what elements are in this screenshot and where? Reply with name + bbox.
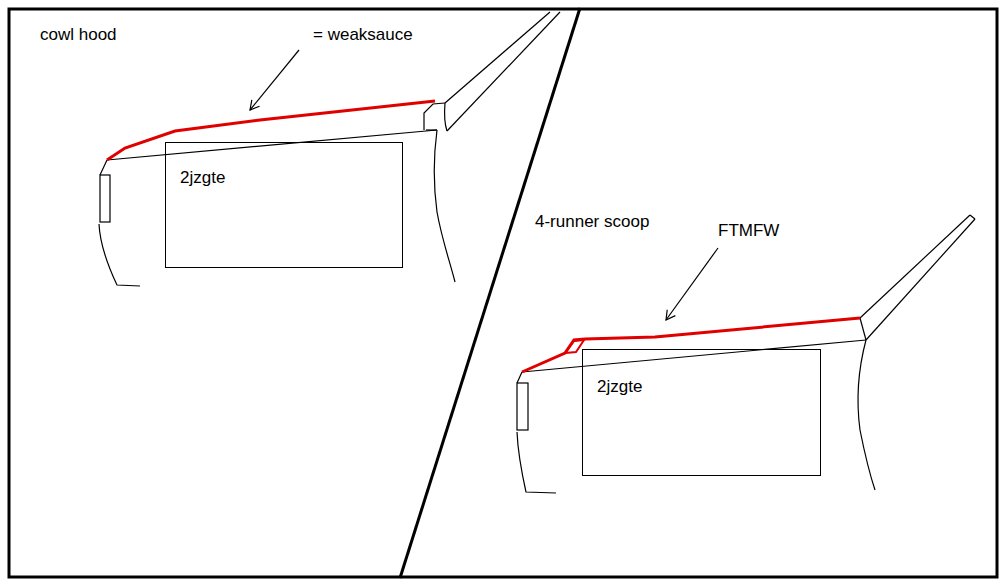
annotation-label: = weaksauce [313, 25, 413, 45]
engine-box: 2jzgte [165, 142, 403, 268]
divider-line [400, 8, 580, 578]
engine-label: 2jzgte [180, 168, 225, 188]
annotation-label: cowl hood [40, 25, 117, 45]
car-outline-right [517, 215, 975, 493]
frame-border [9, 9, 997, 577]
leader-arrow [250, 50, 299, 110]
annotation-label: FTMFW [718, 221, 779, 241]
leader-arrow [666, 248, 718, 320]
annotation-label: 4-runner scoop [535, 212, 649, 232]
cowl-hood-line [107, 101, 435, 160]
car-outline-left [99, 12, 560, 286]
engine-label: 2jzgte [597, 377, 642, 397]
engine-box: 2jzgte [582, 349, 821, 476]
scoop-hood-line [522, 318, 860, 372]
